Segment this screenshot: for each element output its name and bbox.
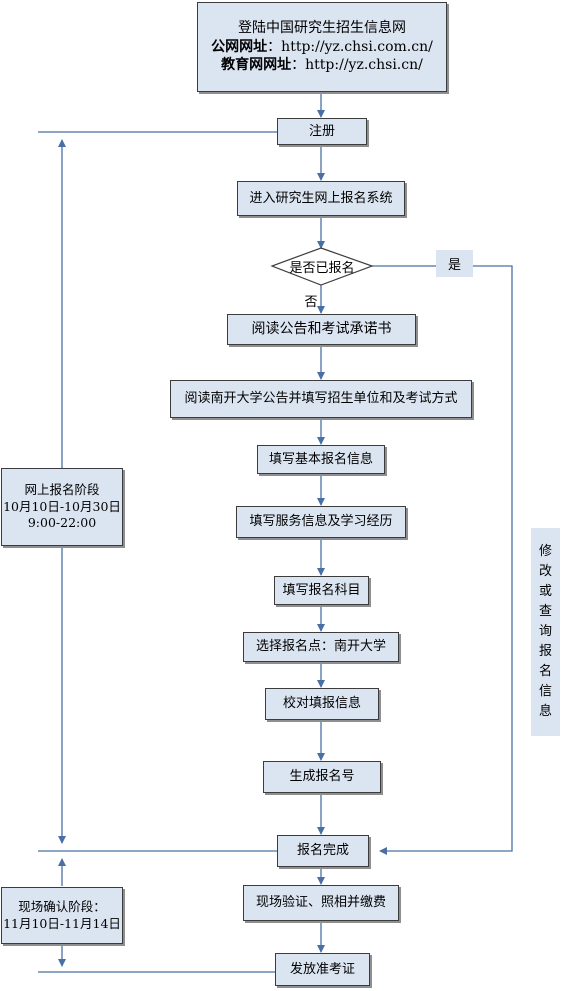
step-admit-card: 发放准考证 (275, 953, 370, 986)
header-site-name: 登陆中国研究生招生信息网 (238, 19, 406, 36)
step-service-info: 填写服务信息及学习经历 (236, 506, 406, 538)
modify-char: 改 (538, 564, 552, 579)
step-complete-label: 报名完成 (296, 843, 349, 859)
step-onsite-label: 现场验证、照相并缴费 (255, 895, 386, 911)
modify-char: 报 (538, 644, 552, 659)
step-enter-system-label: 进入研究生网上报名系统 (249, 190, 393, 206)
phase-online-hours: 9:00-22:00 (27, 515, 97, 531)
step-register: 注册 (277, 118, 367, 145)
no-label: 否 (300, 289, 322, 311)
step-basic-info: 填写基本报名信息 (257, 445, 385, 474)
phase-online-dates: 10月10日-10月30日 (3, 498, 121, 514)
modify-char: 或 (538, 584, 552, 599)
step-complete: 报名完成 (277, 835, 369, 867)
step-generate: 生成报名号 (263, 761, 381, 793)
public-url-value: ：http://yz.chsi.com.cn/ (267, 38, 433, 55)
phase-onsite-title: 现场确认阶段： (18, 898, 106, 914)
step-subjects-label: 填写报名科目 (282, 582, 361, 598)
modify-char: 修 (538, 544, 552, 559)
no-text: 否 (304, 294, 318, 310)
phase-online-title: 网上报名阶段 (24, 481, 100, 497)
modify-char: 查 (538, 604, 552, 619)
step-subjects: 填写报名科目 (274, 576, 369, 605)
modify-char: 信 (538, 684, 552, 699)
step-basic-info-label: 填写基本报名信息 (268, 451, 373, 467)
public-url-label: 公网网址 (211, 38, 268, 55)
modify-char: 息 (538, 704, 552, 719)
edu-url-label: 教育网网址 (221, 57, 292, 74)
phase-onsite-dates: 11月10日-11月14日 (3, 915, 121, 931)
modify-char: 询 (538, 624, 552, 639)
yes-text: 是 (447, 258, 461, 273)
step-admit-card-label: 发放准考证 (289, 961, 355, 977)
modify-info-label: 修 改 或 查 询 报 名 信 息 (531, 528, 560, 736)
step-site-label: 选择报名点：南开大学 (255, 639, 386, 655)
step-service-info-label: 填写服务信息及学习经历 (249, 514, 393, 530)
step-site: 选择报名点：南开大学 (243, 632, 399, 662)
decision-label: 是否已报名 (278, 256, 366, 276)
phase-onsite-box: 现场确认阶段： 11月10日-11月14日 (1, 887, 123, 944)
header-box: 登陆中国研究生招生信息网 公网网址：http://yz.chsi.com.cn/… (197, 2, 447, 92)
step-enter-system: 进入研究生网上报名系统 (237, 181, 405, 216)
step-onsite: 现场验证、照相并缴费 (243, 885, 399, 921)
step-read-nankai: 阅读南开大学公告并填写招生单位和及考试方式 (170, 380, 472, 418)
decision-diamond (270, 247, 374, 286)
step-generate-label: 生成报名号 (289, 769, 355, 785)
phase-online-box: 网上报名阶段 10月10日-10月30日 9:00-22:00 (1, 468, 123, 546)
yes-label: 是 (436, 250, 473, 277)
step-register-label: 注册 (308, 123, 335, 139)
step-read-notice: 阅读公告和考试承诺书 (227, 314, 416, 345)
step-read-notice-label: 阅读公告和考试承诺书 (251, 321, 392, 338)
header-edu-url: 教育网网址：http://yz.chsi.cn/ (221, 56, 423, 75)
step-verify-label: 校对填报信息 (282, 696, 361, 712)
header-public-url: 公网网址：http://yz.chsi.com.cn/ (211, 38, 433, 57)
step-read-nankai-label: 阅读南开大学公告并填写招生单位和及考试方式 (184, 391, 458, 407)
edu-url-value: ：http://yz.chsi.cn/ (291, 57, 423, 74)
decision-text: 是否已报名 (289, 260, 355, 276)
step-verify: 校对填报信息 (265, 688, 379, 720)
modify-char: 名 (538, 664, 552, 679)
